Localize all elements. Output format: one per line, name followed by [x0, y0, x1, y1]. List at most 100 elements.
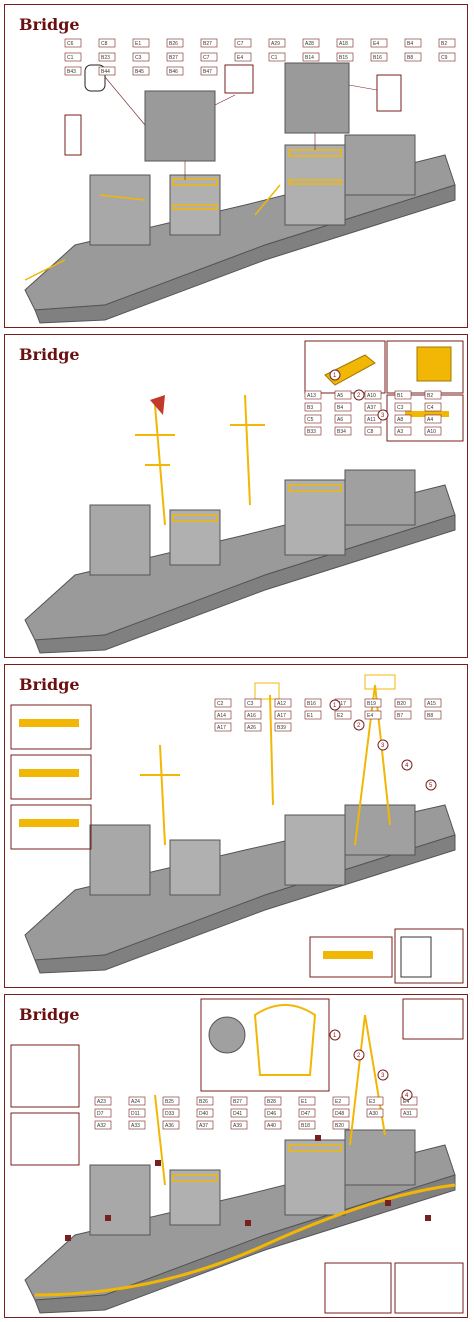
step-number: 3	[381, 1073, 385, 1079]
callout-box	[98, 38, 116, 48]
callout-label: A17	[277, 713, 286, 719]
step-number: 1	[333, 1033, 337, 1039]
callout-box	[264, 1108, 282, 1118]
callout-box	[94, 1120, 112, 1130]
callout-label: B8	[407, 55, 413, 61]
callout-label: B23	[101, 55, 110, 61]
callout-box	[404, 52, 422, 62]
callout-label: A30	[369, 1111, 378, 1117]
callout-label: A28	[305, 41, 314, 47]
callout-box	[94, 1108, 112, 1118]
callout-label: B34	[337, 429, 346, 435]
callout-box	[128, 1096, 146, 1106]
step-number: 4	[405, 763, 409, 769]
callout-box	[364, 426, 382, 436]
callout-label: E1	[135, 41, 141, 47]
callout-box	[244, 710, 262, 720]
callout-label: A17	[217, 725, 226, 731]
callout-box	[304, 402, 322, 412]
callout-label: A13	[307, 393, 316, 399]
callout-box	[132, 38, 150, 48]
panel-title: Bridge	[19, 15, 80, 34]
callout-label: B1	[397, 393, 403, 399]
callout-label: B43	[67, 69, 76, 75]
callout-label: A6	[337, 417, 343, 423]
callout-box	[98, 66, 116, 76]
callout-box	[424, 426, 442, 436]
callout-box	[394, 390, 412, 400]
callout-label: A31	[403, 1111, 412, 1117]
step-number: 3	[381, 413, 385, 419]
callout-label: D46	[267, 1111, 276, 1117]
callout-box	[438, 38, 456, 48]
callout-box	[424, 390, 442, 400]
callout-label: B26	[199, 1099, 208, 1105]
callout-label: B20	[397, 701, 406, 707]
step-number: 1	[333, 703, 337, 709]
callout-label: E1	[301, 1099, 307, 1105]
callout-box	[304, 390, 322, 400]
callout-label: A18	[339, 41, 348, 47]
callout-box	[230, 1108, 248, 1118]
callout-box	[336, 52, 354, 62]
callout-label: A23	[97, 1099, 106, 1105]
callout-box	[364, 390, 382, 400]
callout-box	[438, 52, 456, 62]
step-number: 5	[429, 783, 433, 789]
callout-label: D40	[199, 1111, 208, 1117]
step-marker	[329, 1029, 341, 1041]
callout-label: B8	[427, 713, 433, 719]
step-number: 3	[381, 743, 385, 749]
callout-box	[196, 1096, 214, 1106]
callout-box	[336, 38, 354, 48]
callout-box	[244, 698, 262, 708]
callout-box	[394, 402, 412, 412]
callout-label: C3	[397, 405, 404, 411]
callout-box	[128, 1108, 146, 1118]
callout-box	[304, 426, 322, 436]
callout-box	[264, 1096, 282, 1106]
callout-label: A11	[367, 417, 376, 423]
callout-label: E4	[403, 1099, 409, 1105]
callout-label: A5	[337, 393, 343, 399]
callout-label: B27	[203, 41, 212, 47]
callout-box	[64, 66, 82, 76]
callout-box	[366, 1108, 384, 1118]
callout-box	[394, 414, 412, 424]
callout-box	[200, 52, 218, 62]
callout-label: B28	[267, 1099, 276, 1105]
callout-label: B45	[135, 69, 144, 75]
callout-label: B26	[169, 41, 178, 47]
callout-label: C8	[367, 429, 374, 435]
callout-label: E4	[367, 713, 373, 719]
callout-box	[230, 1096, 248, 1106]
callout-label: A24	[131, 1099, 140, 1105]
callout-box	[214, 698, 232, 708]
callout-label: A36	[165, 1123, 174, 1129]
step-marker	[401, 1089, 413, 1101]
callout-label: A26	[247, 725, 256, 731]
callout-box	[162, 1096, 180, 1106]
callout-label: C8	[101, 41, 108, 47]
callout-box	[244, 722, 262, 732]
callout-box	[268, 52, 286, 62]
callout-label: A39	[233, 1123, 242, 1129]
callout-label: B27	[169, 55, 178, 61]
callout-label: A12	[277, 701, 286, 707]
callout-label: B7	[397, 713, 403, 719]
callout-label: A29	[271, 41, 280, 47]
callout-box	[366, 1096, 384, 1106]
callout-label: B17	[337, 701, 346, 707]
callout-box	[64, 52, 82, 62]
callout-label: B2	[441, 41, 447, 47]
callout-box	[334, 710, 352, 720]
panel-title: Bridge	[19, 675, 80, 694]
callout-label: C2	[217, 701, 224, 707]
callout-box	[162, 1108, 180, 1118]
callout-box	[128, 1120, 146, 1130]
callout-box	[166, 66, 184, 76]
